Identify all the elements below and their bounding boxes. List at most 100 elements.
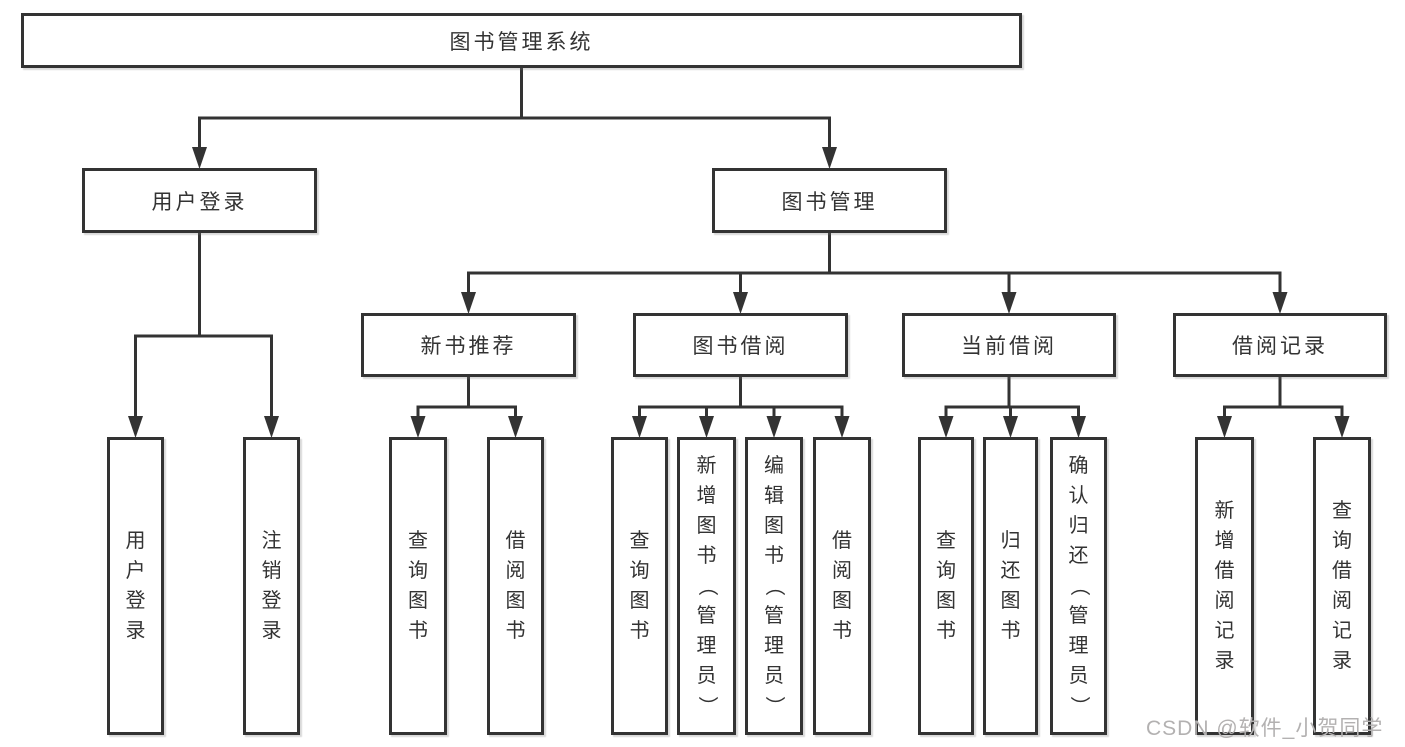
vertical-char: 图: [832, 590, 852, 612]
vertical-char: 询: [936, 560, 956, 582]
vertical-char: 阅: [1332, 590, 1352, 612]
node-label-leaf-add-borrow-rec: 新增借阅记录: [1215, 496, 1235, 676]
node-leaf-borrow-books: 借阅图书: [813, 437, 871, 735]
node-label-leaf-user-login: 用户登录: [126, 526, 146, 646]
node-label-leaf-return-books: 归还图书: [1001, 526, 1021, 646]
vertical-char: 户: [125, 560, 146, 582]
node-leaf-confirm-return: 确认归还（管理员）: [1050, 437, 1107, 735]
node-label-leaf-borrow-books: 借阅图书: [832, 526, 852, 646]
node-label-borrow-records: 借阅记录: [1232, 335, 1328, 358]
vertical-char: 书: [936, 620, 956, 642]
node-leaf-return-books: 归还图书: [983, 437, 1038, 735]
vertical-char: 书: [832, 620, 852, 642]
vertical-char: 阅: [832, 560, 852, 582]
vertical-char: 查: [629, 530, 650, 552]
node-label-leaf-add-books: 新增图书（管理员）: [696, 451, 718, 721]
vertical-char: 管: [696, 605, 717, 627]
vertical-char: 记: [1214, 620, 1235, 642]
node-leaf-add-books: 新增图书（管理员）: [677, 437, 736, 735]
vertical-char: 登: [261, 590, 282, 612]
node-label-leaf-edit-books: 编辑图书 （ 管理员 ）: [763, 451, 785, 721]
node-label-leaf-logout: 注销登录: [262, 526, 282, 646]
vertical-char: 理: [764, 635, 784, 657]
vertical-char: 询: [629, 560, 650, 582]
vertical-char: 图: [936, 590, 956, 612]
vertical-char: 查: [936, 530, 956, 552]
vertical-char: 图: [408, 590, 428, 612]
node-label-leaf-query-books-borrow: 查询图书: [630, 526, 650, 646]
vertical-char: 注: [261, 530, 282, 552]
vertical-char: 录: [1332, 650, 1352, 672]
vertical-char: 认: [1068, 485, 1089, 507]
vertical-char: 增: [1214, 530, 1235, 552]
vertical-char: 销: [261, 560, 282, 582]
vertical-char: 记: [1332, 620, 1352, 642]
vertical-char: 查: [1332, 500, 1352, 522]
vertical-char: 书: [1000, 620, 1021, 642]
node-leaf-user-login: 用户登录: [107, 437, 164, 735]
vertical-char: ）: [763, 696, 785, 716]
vertical-char: 询: [408, 560, 428, 582]
vertical-char: 员: [696, 665, 717, 687]
node-label-leaf-query-books-rec: 查询图书: [408, 526, 428, 646]
vertical-char: 借: [505, 530, 526, 552]
vertical-char: 用: [125, 530, 146, 552]
vertical-char: 阅: [1214, 590, 1235, 612]
vertical-char: 管: [1068, 605, 1089, 627]
vertical-char: 归: [1068, 515, 1089, 537]
node-label-leaf-query-borrow-rec: 查询借阅记录: [1332, 496, 1352, 676]
node-root: 图书管理系统: [21, 13, 1022, 68]
vertical-char: 登: [125, 590, 146, 612]
vertical-char: 借: [1332, 560, 1352, 582]
node-label-new-book-rec: 新书推荐: [420, 335, 517, 358]
vertical-char: 理: [1068, 635, 1089, 657]
vertical-char: 辑: [764, 485, 784, 507]
vertical-char: ）: [1067, 696, 1090, 716]
vertical-char: 图: [629, 590, 650, 612]
vertical-char: 还: [1068, 545, 1089, 567]
vertical-char: 阅: [505, 560, 526, 582]
node-current-borrow: 当前借阅: [902, 313, 1116, 377]
node-leaf-edit-books: 编辑图书 （ 管理员 ）: [745, 437, 803, 735]
vertical-char: 理: [696, 635, 717, 657]
node-label-current-borrow: 当前借阅: [961, 335, 1057, 358]
vertical-char: 书: [505, 620, 526, 642]
node-leaf-borrow-books-rec: 借阅图书: [487, 437, 544, 735]
vertical-char: 录: [261, 620, 282, 642]
vertical-char: 书: [764, 545, 784, 567]
vertical-char: 编: [764, 455, 784, 477]
node-leaf-query-books-cur: 查询图书: [918, 437, 974, 735]
vertical-char: 还: [1000, 560, 1021, 582]
vertical-char: 书: [696, 545, 717, 567]
vertical-char: 询: [1332, 530, 1352, 552]
vertical-char: 借: [1214, 560, 1235, 582]
vertical-char: 图: [505, 590, 526, 612]
node-label-leaf-confirm-return: 确认归还（管理员）: [1068, 451, 1090, 721]
vertical-char: 图: [764, 515, 784, 537]
vertical-char: 借: [832, 530, 852, 552]
node-leaf-add-borrow-rec: 新增借阅记录: [1195, 437, 1254, 735]
node-new-book-rec: 新书推荐: [361, 313, 576, 377]
vertical-char: 图: [696, 515, 717, 537]
vertical-char: 书: [629, 620, 650, 642]
vertical-char: ）: [695, 696, 718, 716]
node-leaf-logout: 注销登录: [243, 437, 300, 735]
node-label-book-borrow: 图书借阅: [692, 335, 789, 358]
node-label-book-mgmt: 图书管理: [781, 190, 878, 214]
node-label-user-login: 用户登录: [151, 190, 248, 214]
vertical-char: （: [763, 576, 785, 596]
vertical-char: 员: [764, 665, 784, 687]
vertical-char: 图: [1000, 590, 1021, 612]
node-leaf-query-books-rec: 查询图书: [389, 437, 447, 735]
node-borrow-records: 借阅记录: [1173, 313, 1387, 377]
vertical-char: 员: [1068, 665, 1089, 687]
vertical-char: （: [695, 576, 718, 596]
vertical-char: 书: [408, 620, 428, 642]
vertical-char: 管: [764, 605, 784, 627]
vertical-char: 录: [125, 620, 146, 642]
watermark: CSDN @软件_小贺同学: [1146, 717, 1384, 740]
node-leaf-query-borrow-rec: 查询借阅记录: [1313, 437, 1371, 735]
vertical-char: （: [1067, 576, 1090, 596]
